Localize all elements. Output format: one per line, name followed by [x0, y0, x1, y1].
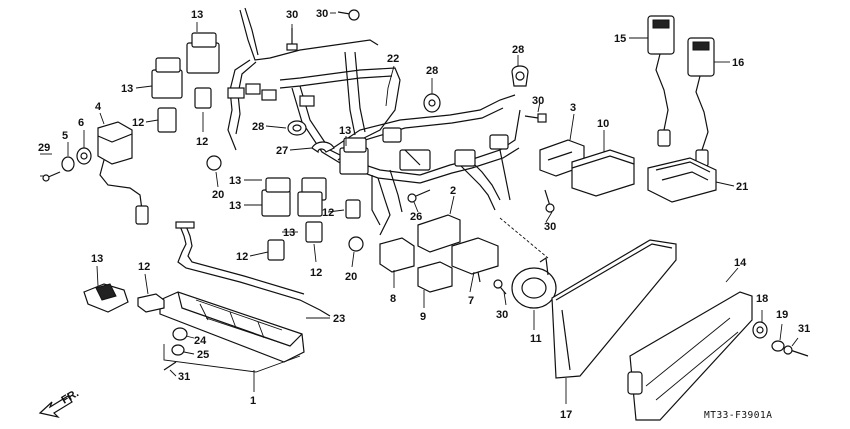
callout-30: 30: [286, 9, 298, 21]
callout-28: 28: [512, 44, 524, 56]
callout-30: 30: [496, 309, 508, 321]
callout-13: 13: [283, 227, 295, 239]
clips-24-25: [163, 327, 188, 371]
callout-30: 30: [532, 95, 544, 107]
callout-16: 16: [732, 57, 744, 69]
callout-5: 5: [62, 130, 68, 142]
callout-22: 22: [387, 53, 399, 65]
callout-24: 24: [194, 335, 207, 347]
callout-12: 12: [310, 267, 322, 279]
callout-18: 18: [756, 293, 768, 305]
callout-13: 13: [121, 83, 133, 95]
callout-12: 12: [196, 136, 208, 148]
callout-17: 17: [560, 409, 572, 421]
callout-30: 30: [544, 221, 556, 233]
callout-20: 20: [212, 189, 224, 201]
callout-11: 11: [530, 333, 542, 345]
unit-9: [417, 261, 453, 293]
clamp-27: [311, 141, 335, 154]
connector-12-mid: [267, 199, 361, 261]
callout-25: 25: [197, 349, 209, 361]
callout-numbers: 13 13 12 12 20 28 27 13 13 13 12 13 12 1…: [38, 8, 810, 421]
bolt-30-horn: [493, 279, 507, 295]
callout-20: 20: [345, 271, 357, 283]
unit-7: [451, 237, 499, 283]
relay-13-left: [151, 57, 183, 99]
callout-3: 3: [570, 102, 576, 114]
callout-12: 12: [236, 251, 248, 263]
bracket-23: [175, 221, 331, 317]
callout-21: 21: [736, 181, 748, 193]
callout-7: 7: [468, 295, 474, 307]
callout-19: 19: [776, 309, 788, 321]
callout-13: 13: [339, 125, 351, 137]
callout-26: 26: [410, 211, 422, 223]
horn-11: [499, 217, 557, 309]
diagram-code: MT33-F3901A: [704, 410, 772, 421]
front-direction-arrow: [38, 395, 73, 419]
unit-8: [379, 237, 415, 273]
callout-30: 30: [316, 8, 328, 20]
tray-1: [159, 291, 305, 373]
callout-15: 15: [614, 33, 626, 45]
bolt-26: [407, 189, 431, 203]
callout-12: 12: [132, 117, 144, 129]
relay-13-mid: [261, 137, 369, 217]
switch-15: [647, 15, 675, 147]
part-4-unit: [97, 121, 149, 225]
callout-13: 13: [91, 253, 103, 265]
leader-lines: [40, 12, 799, 404]
callout-13: 13: [191, 9, 203, 21]
units-13-12-lower: [83, 283, 165, 313]
grommet-20-mid: [348, 236, 364, 252]
callout-13: 13: [229, 200, 241, 212]
callout-12: 12: [322, 207, 334, 219]
callout-31: 31: [178, 371, 190, 383]
frame-bracket: [227, 7, 521, 236]
washers-5-6-29: [42, 147, 92, 182]
clamp-28-right: [511, 65, 529, 87]
callout-27: 27: [276, 145, 288, 157]
clamp-28-mid: [423, 93, 441, 113]
ecu-17: [627, 291, 753, 421]
callout-31: 31: [798, 323, 810, 335]
bolt-30-top: [286, 28, 298, 51]
callout-2: 2: [450, 185, 456, 197]
bolt-30-right: [524, 113, 547, 123]
switch-16: [687, 37, 715, 167]
callout-10: 10: [597, 118, 609, 130]
bolt-30-topright: [337, 9, 360, 21]
front-direction-label: FR.: [60, 387, 81, 406]
callout-8: 8: [390, 293, 396, 305]
callout-14: 14: [734, 257, 747, 269]
panel-21: [647, 157, 717, 203]
bolts-18-19-31: [752, 321, 809, 357]
callout-29: 29: [38, 142, 50, 154]
unit-10: [571, 149, 635, 197]
grommet-20-left: [206, 155, 222, 171]
callout-9: 9: [420, 311, 426, 323]
callout-28: 28: [252, 121, 264, 133]
clamp-28-left: [287, 120, 307, 136]
callout-12: 12: [138, 261, 150, 273]
bolt-30-lower: [544, 189, 555, 213]
unit-2: [417, 214, 461, 253]
callout-1: 1: [250, 395, 256, 407]
callout-6: 6: [78, 117, 84, 129]
callout-4: 4: [95, 101, 102, 113]
connector-12-upper: [157, 87, 212, 133]
callout-28: 28: [426, 65, 438, 77]
callout-23: 23: [333, 313, 345, 325]
ecu-14: [551, 239, 677, 379]
relay-13-top: [186, 32, 220, 74]
callout-13: 13: [229, 175, 241, 187]
